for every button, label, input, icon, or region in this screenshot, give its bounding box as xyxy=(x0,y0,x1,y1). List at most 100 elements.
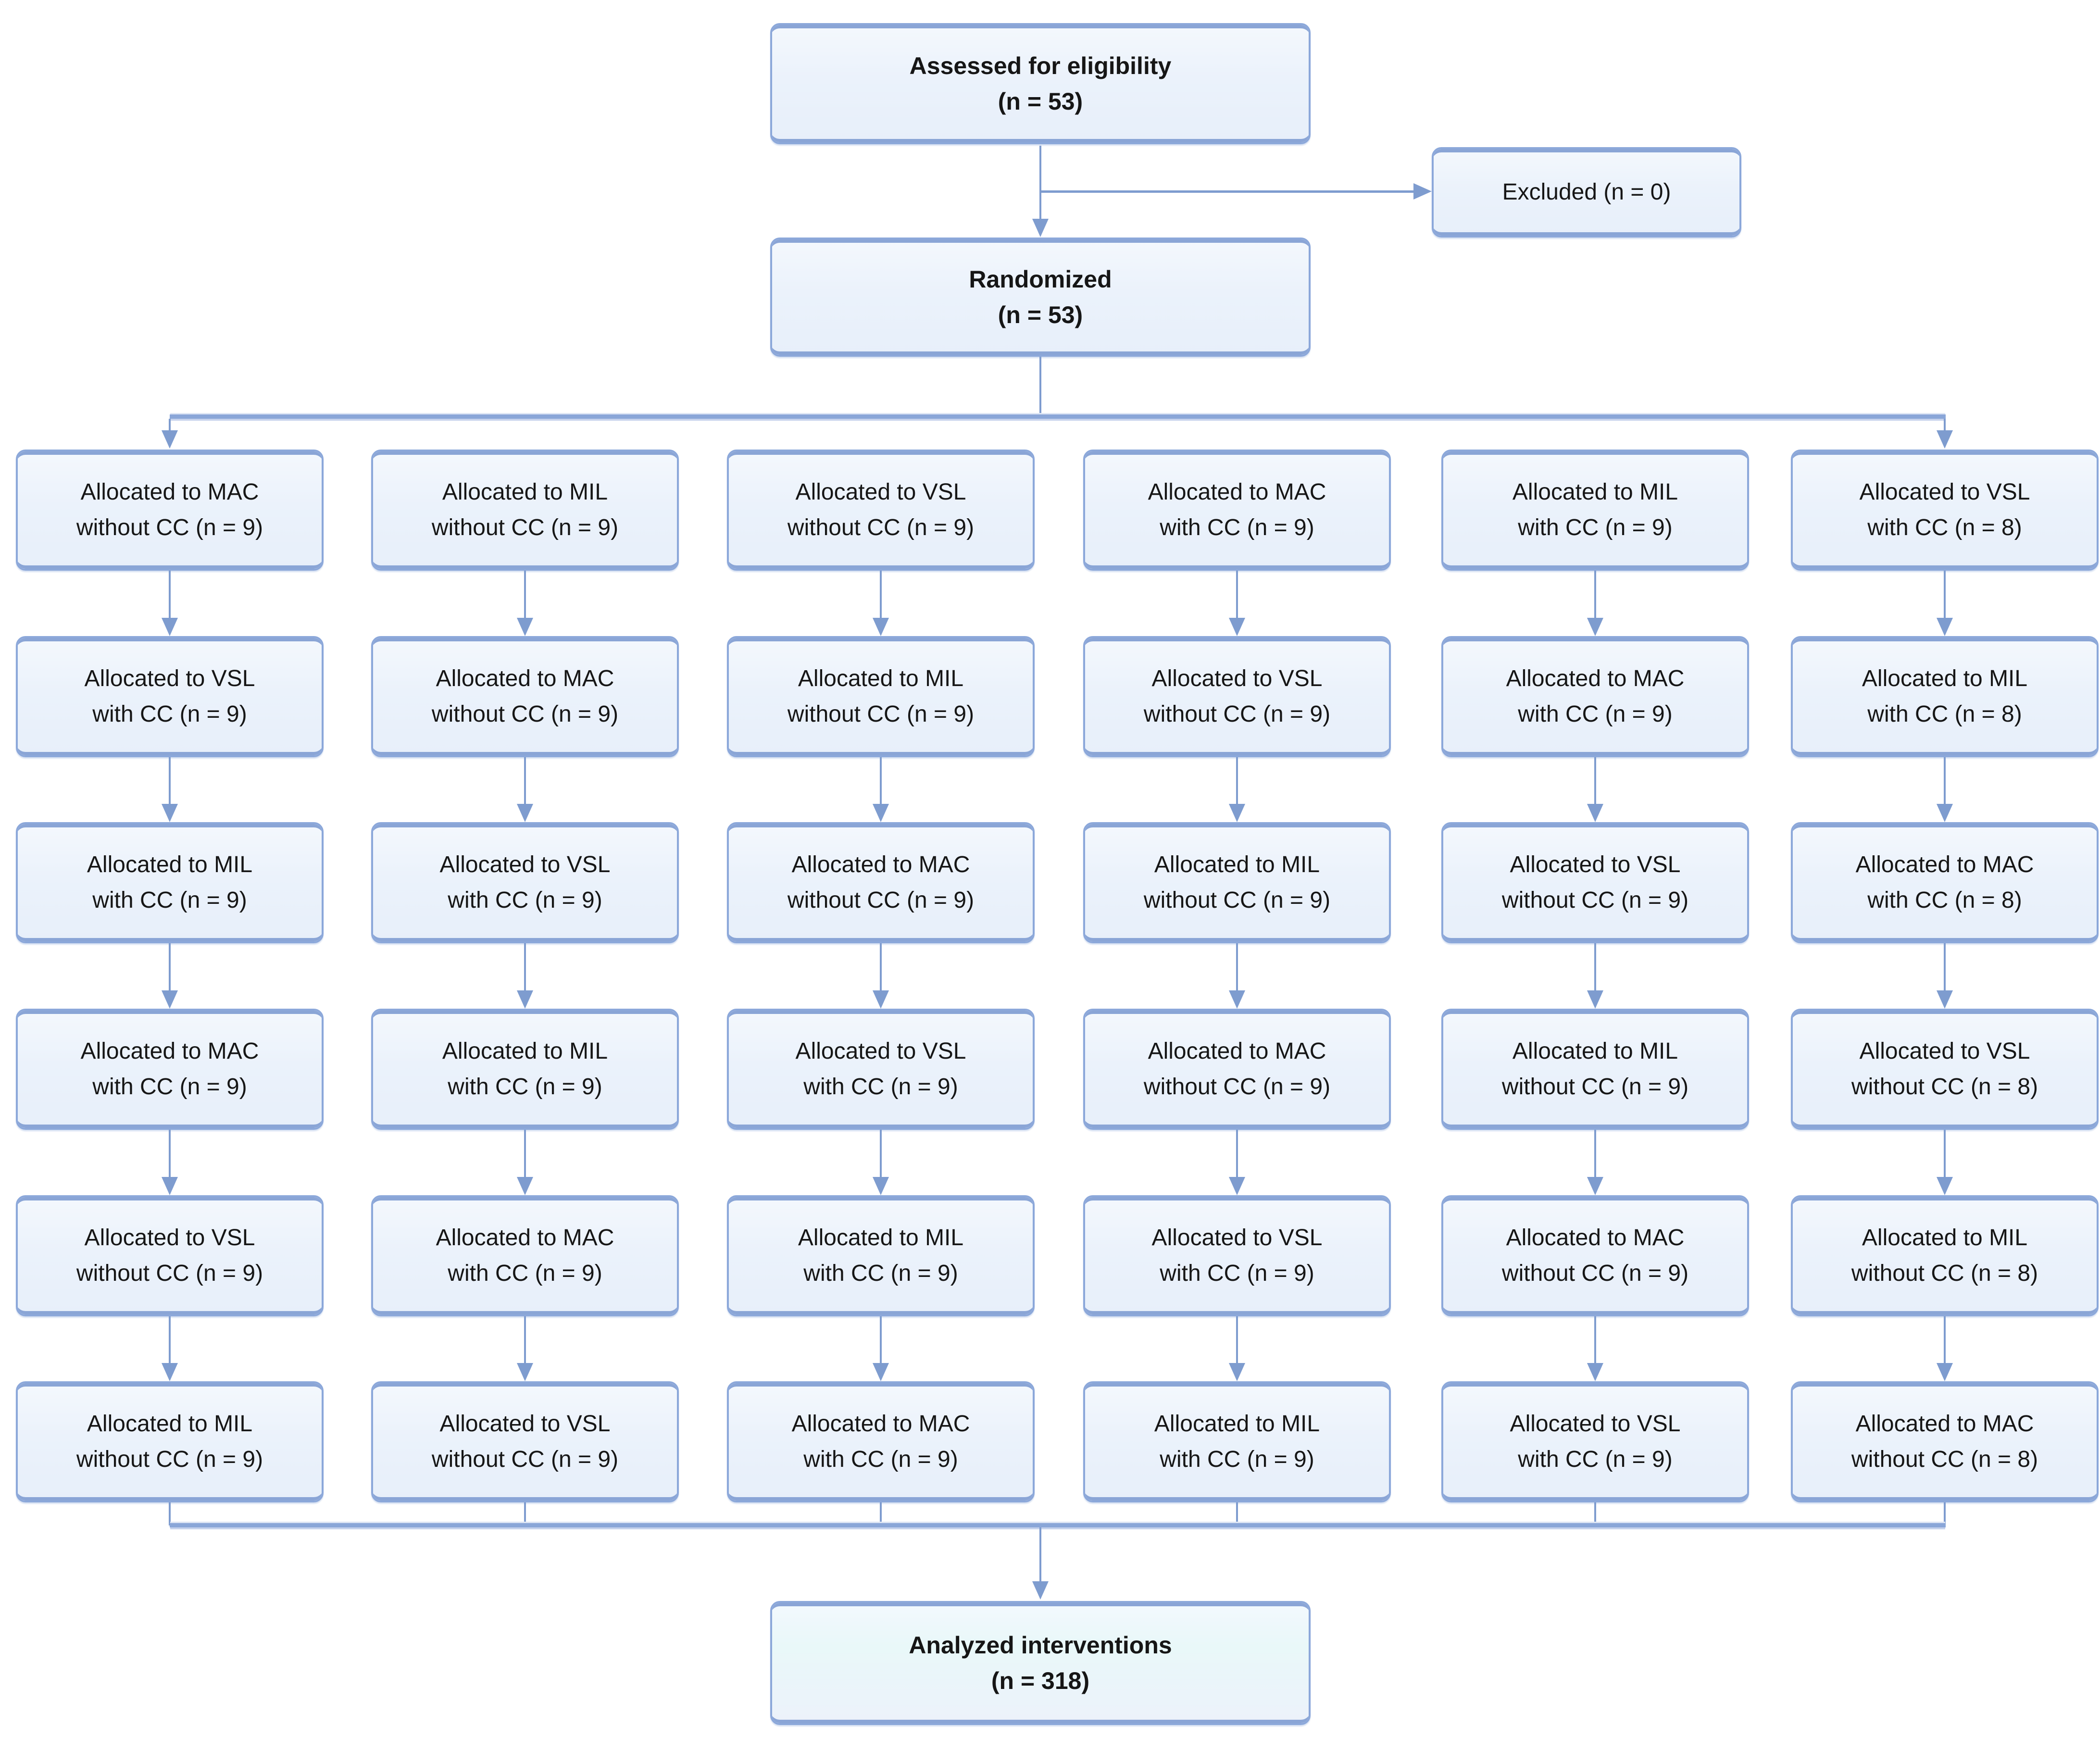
arrowhead-down-icon xyxy=(162,618,178,636)
bottom-stub-c6 xyxy=(1944,1502,1946,1525)
allocation-line1: Allocated to MAC xyxy=(1855,852,2034,877)
down-arrow-c5-r4 xyxy=(1586,1130,1605,1195)
arrowhead-down-icon xyxy=(1587,1363,1603,1381)
allocation-box-c6-r1: Allocated to VSL with CC (n = 8) xyxy=(1791,450,2099,571)
arrowhead-down-icon xyxy=(1229,618,1245,636)
allocation-box-c6-r3: Allocated to MAC with CC (n = 8) xyxy=(1791,822,2099,943)
down-arrow-c3-r4 xyxy=(871,1130,890,1195)
arrowhead-down-icon xyxy=(1229,1177,1245,1195)
allocation-line2: with CC (n = 8) xyxy=(1867,888,2022,913)
allocation-line1: Allocated to VSL xyxy=(439,1411,611,1437)
bottom-stub-c4 xyxy=(1236,1502,1238,1525)
allocation-line1: Allocated to MAC xyxy=(80,479,259,505)
down-arrow-c5-r3 xyxy=(1586,943,1605,1009)
arrowhead-down-icon xyxy=(873,1177,889,1195)
allocation-line1: Allocated to MAC xyxy=(1506,1225,1685,1250)
allocation-line1: Allocated to MAC xyxy=(791,852,970,877)
allocation-line1: Allocated to VSL xyxy=(1859,1038,2030,1064)
down-arrow-c1-r1 xyxy=(160,571,179,636)
down-arrow-c2-r1 xyxy=(515,571,535,636)
randomized-line2: (n = 53) xyxy=(998,301,1083,328)
allocation-line1: Allocated to VSL xyxy=(1510,1411,1681,1437)
allocation-line1: Allocated to MIL xyxy=(1512,479,1678,505)
allocation-line1: Allocated to MIL xyxy=(1154,1411,1320,1437)
arrowhead-down-icon xyxy=(1937,1177,1953,1195)
down-arrow-c5-r2 xyxy=(1586,757,1605,822)
allocation-line1: Allocated to MAC xyxy=(1148,1038,1326,1064)
arrowhead-down-icon xyxy=(873,1363,889,1381)
arrow-stem xyxy=(1236,1316,1238,1363)
allocation-line2: without CC (n = 9) xyxy=(431,701,619,727)
allocation-line1: Allocated to MIL xyxy=(442,1038,608,1064)
arrow-stem xyxy=(524,943,526,990)
arrowhead-down-icon xyxy=(162,804,178,822)
allocation-line1: Allocated to MIL xyxy=(1154,852,1320,877)
down-arrow-c2-r3 xyxy=(515,943,535,1009)
arrow-stem xyxy=(880,571,882,618)
bottom-branch-line xyxy=(170,1523,1946,1527)
arrow-stem xyxy=(1944,757,1946,804)
down-arrow-c1-r2 xyxy=(160,757,179,822)
bottom-stub-c3 xyxy=(880,1502,882,1525)
allocation-line1: Allocated to VSL xyxy=(1151,1225,1323,1250)
allocation-line2: without CC (n = 9) xyxy=(1143,701,1331,727)
assessed-line1: Assessed for eligibility xyxy=(909,52,1172,79)
arrowhead-down-icon xyxy=(517,990,533,1009)
allocation-box-c5-r6: Allocated to VSL with CC (n = 9) xyxy=(1441,1381,1749,1502)
arrowhead-down-icon xyxy=(1937,618,1953,636)
arrow-stem xyxy=(1944,943,1946,990)
arrowhead-down-icon xyxy=(162,1363,178,1381)
allocation-line1: Allocated to VSL xyxy=(84,1225,255,1250)
allocation-line2: with CC (n = 8) xyxy=(1867,515,2022,540)
down-arrow-c6-r2 xyxy=(1935,757,1954,822)
down-arrow-c3-r5 xyxy=(871,1316,890,1381)
allocation-line1: Allocated to VSL xyxy=(1859,479,2030,505)
down-arrow-c2-r5 xyxy=(515,1316,535,1381)
arrow-stem xyxy=(880,757,882,804)
allocation-line1: Allocated to MAC xyxy=(1506,666,1685,691)
allocation-line1: Allocated to MIL xyxy=(87,852,253,877)
arrowhead-down-icon xyxy=(1587,1177,1603,1195)
assessed-box: Assessed for eligibility (n = 53) xyxy=(770,23,1311,144)
arrowhead-down-icon xyxy=(517,1363,533,1381)
allocation-box-c5-r5: Allocated to MAC without CC (n = 9) xyxy=(1441,1195,1749,1316)
allocation-line2: without CC (n = 9) xyxy=(1143,888,1331,913)
arrowhead-down-icon xyxy=(1937,1363,1953,1381)
arrowhead-down-icon xyxy=(1032,219,1049,237)
down-arrow-c6-r5 xyxy=(1935,1316,1954,1381)
arrow-stem xyxy=(880,1316,882,1363)
arrowhead-down-icon xyxy=(1229,990,1245,1009)
allocation-line2: with CC (n = 8) xyxy=(1867,701,2022,727)
arrow-stem xyxy=(1594,943,1596,990)
allocation-box-c4-r5: Allocated to VSL with CC (n = 9) xyxy=(1083,1195,1391,1316)
bottom-stub-c5 xyxy=(1594,1502,1596,1525)
allocation-line2: with CC (n = 9) xyxy=(1160,1261,1314,1286)
allocation-box-c4-r3: Allocated to MIL without CC (n = 9) xyxy=(1083,822,1391,943)
allocation-line2: without CC (n = 8) xyxy=(1851,1261,2038,1286)
allocation-line2: without CC (n = 9) xyxy=(1143,1074,1331,1100)
arrowhead-down-icon xyxy=(1587,618,1603,636)
randomized-branch-stem xyxy=(1039,357,1041,415)
allocation-line2: with CC (n = 9) xyxy=(1518,1447,1673,1472)
arrowhead-down-icon xyxy=(873,618,889,636)
down-arrow-c3-r3 xyxy=(871,943,890,1009)
arrowhead-down-icon xyxy=(1937,430,1953,449)
allocation-line2: with CC (n = 9) xyxy=(803,1074,958,1100)
down-arrow-c3-r2 xyxy=(871,757,890,822)
allocation-line1: Allocated to MIL xyxy=(1512,1038,1678,1064)
arrowhead-down-icon xyxy=(1229,804,1245,822)
arrowhead-down-icon xyxy=(873,990,889,1009)
arrow-stem xyxy=(1594,757,1596,804)
excluded-connector-line xyxy=(1040,190,1413,193)
arrow-stem xyxy=(169,943,171,990)
allocation-line2: without CC (n = 9) xyxy=(1501,1261,1689,1286)
